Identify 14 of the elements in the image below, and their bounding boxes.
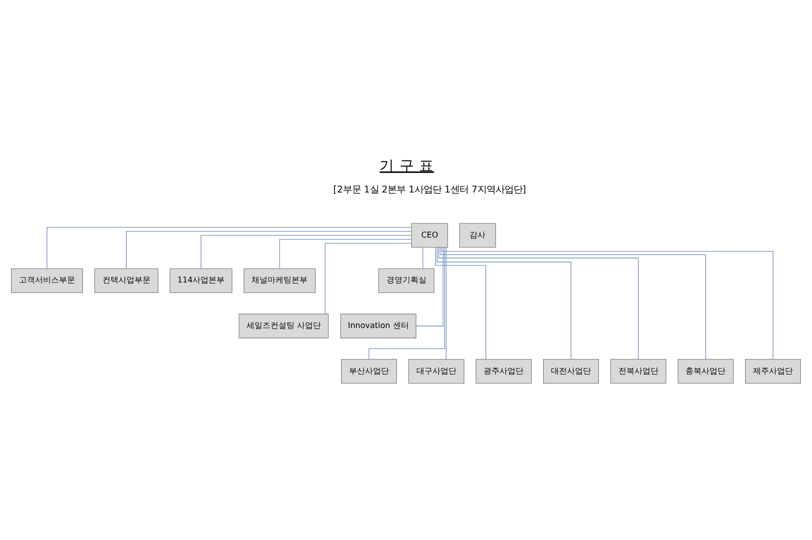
connector [200,235,412,269]
connector [438,247,639,360]
connector [279,239,412,269]
label: [2부문 1실 2본부 1사업단 1센터 7지역사업단] [333,184,526,196]
connector [324,243,412,314]
connector [126,231,412,269]
connector [435,247,486,360]
connector [441,247,774,360]
diagram-title: 기 구 표 [380,157,434,174]
connector [422,247,424,269]
connector [46,227,412,269]
connector [436,247,572,360]
connector [416,247,444,326]
connector [440,247,706,360]
